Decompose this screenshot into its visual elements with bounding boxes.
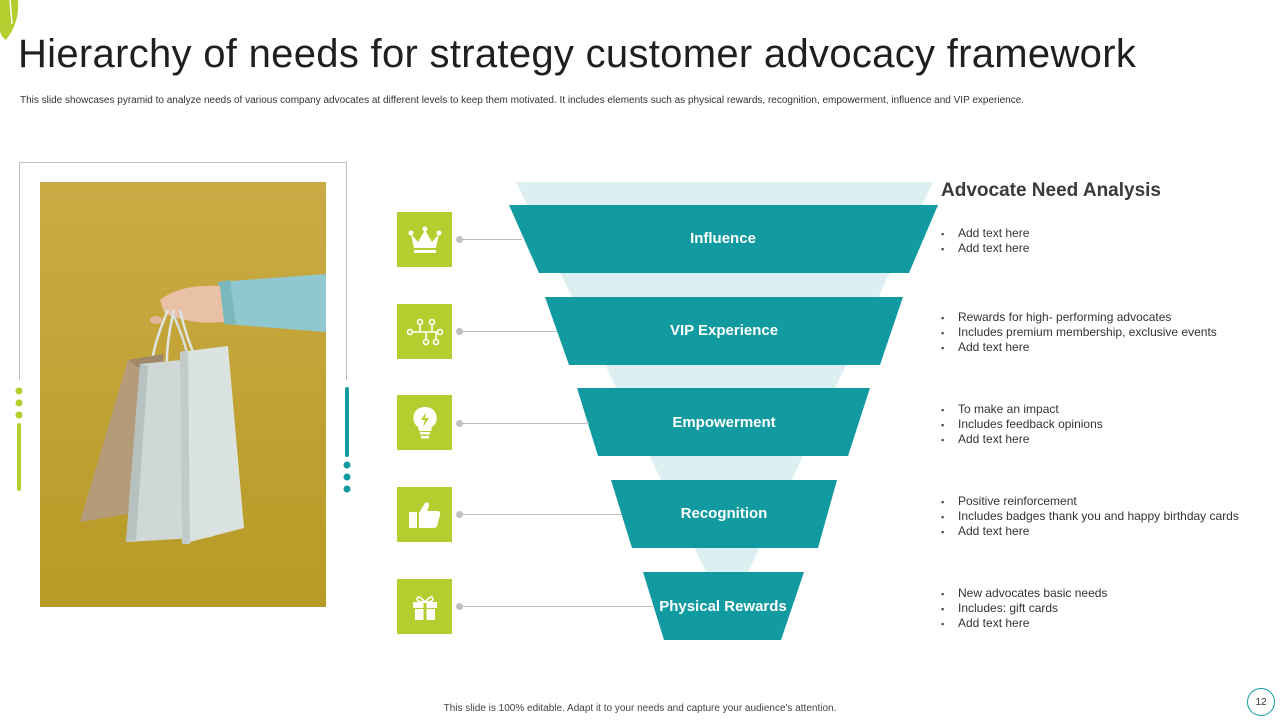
analysis-list-influence: Add text here Add text here xyxy=(941,226,1029,256)
lightbulb-icon-box xyxy=(397,395,452,450)
right-dots-decoration xyxy=(343,387,351,493)
footer-text: This slide is 100% editable. Adapt it to… xyxy=(443,703,837,714)
list-item: Add text here xyxy=(941,616,1107,631)
tier-label-recognition: Recognition xyxy=(680,505,768,522)
list-item: Includes premium membership, exclusive e… xyxy=(941,325,1217,340)
left-dots-decoration xyxy=(15,387,23,491)
page-number: 12 xyxy=(1247,688,1275,716)
corner-leaf-decoration xyxy=(0,0,19,40)
gift-icon-box xyxy=(397,579,452,634)
connector-line xyxy=(462,331,557,332)
photo-frame-right xyxy=(346,162,347,380)
lightbulb-icon xyxy=(412,406,437,438)
gift-icon xyxy=(412,595,437,620)
list-item: Add text here xyxy=(941,241,1029,256)
connector-line xyxy=(462,423,589,424)
connector-line xyxy=(462,514,622,515)
list-item: Add text here xyxy=(941,226,1029,241)
tier-label-physical-rewards: Physical Rewards xyxy=(659,598,787,615)
tier-label-empowerment: Empowerment xyxy=(672,414,776,431)
connector-dot xyxy=(456,236,463,243)
funnel-tier-physical-rewards xyxy=(643,572,804,640)
funnel-tier-empowerment xyxy=(577,388,870,456)
list-item: Includes: gift cards xyxy=(941,601,1107,616)
funnel-tier-influence xyxy=(509,205,938,273)
footer-note: This slide is 100% editable. Adapt it to… xyxy=(0,703,1280,714)
list-item: Rewards for high- performing advocates xyxy=(941,310,1217,325)
list-item: New advocates basic needs xyxy=(941,586,1107,601)
shopping-bags-photo xyxy=(40,182,326,607)
list-item: Add text here xyxy=(941,524,1239,539)
thumbs-up-icon-box xyxy=(397,487,452,542)
page-title: Hierarchy of needs for strategy customer… xyxy=(18,32,1137,76)
list-item: To make an impact xyxy=(941,402,1103,417)
crown-icon xyxy=(408,226,441,253)
analysis-list-vip-experience: Rewards for high- performing advocates I… xyxy=(941,310,1217,355)
thumbs-up-icon xyxy=(408,501,440,528)
analysis-title: Advocate Need Analysis xyxy=(941,180,1161,201)
list-item: Add text here xyxy=(941,340,1217,355)
page-subtitle: This slide showcases pyramid to analyze … xyxy=(20,95,1025,106)
connector-line xyxy=(462,239,522,240)
tier-label-influence: Influence xyxy=(690,230,756,247)
connector-dot xyxy=(456,511,463,518)
list-item: Includes badges thank you and happy birt… xyxy=(941,509,1239,524)
crown-icon-box xyxy=(397,212,452,267)
connector-dot xyxy=(456,603,463,610)
photo-frame-left xyxy=(19,162,20,380)
connector-dot xyxy=(456,420,463,427)
funnel-tier-recognition xyxy=(611,480,837,548)
tier-label-vip-experience: VIP Experience xyxy=(669,322,779,339)
funnel-tier-vip-experience xyxy=(545,297,903,365)
network-icon-box xyxy=(397,304,452,359)
funnel-backdrop xyxy=(516,182,933,572)
analysis-list-recognition: Positive reinforcement Includes badges t… xyxy=(941,494,1239,539)
list-item: Positive reinforcement xyxy=(941,494,1239,509)
photo-frame-top xyxy=(19,162,346,163)
network-icon xyxy=(406,318,443,345)
analysis-list-empowerment: To make an impact Includes feedback opin… xyxy=(941,402,1103,447)
connector-line xyxy=(462,606,654,607)
list-item: Add text here xyxy=(941,432,1103,447)
analysis-list-physical-rewards: New advocates basic needs Includes: gift… xyxy=(941,586,1107,631)
list-item: Includes feedback opinions xyxy=(941,417,1103,432)
connector-dot xyxy=(456,328,463,335)
